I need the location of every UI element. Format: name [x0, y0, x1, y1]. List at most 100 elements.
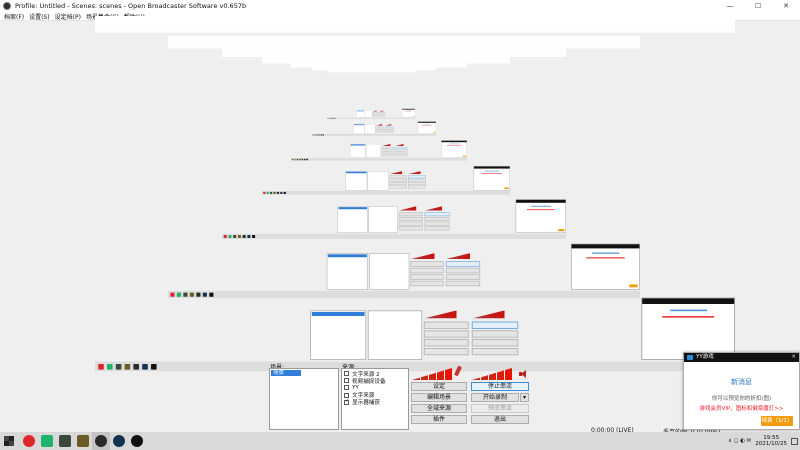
frame-sources — [364, 110, 372, 118]
frame-menubar — [262, 60, 510, 64]
exit-button[interactable]: 退出 — [471, 415, 529, 424]
frame-meter — [389, 171, 403, 175]
edit-scene-button[interactable]: 编辑场景 — [411, 393, 467, 402]
frame-button — [378, 113, 386, 115]
nested-obs-frame — [95, 16, 735, 376]
frame-button — [385, 129, 394, 132]
sources-label: 来源: — [342, 362, 356, 371]
frame-button — [372, 114, 379, 116]
popup-app-name: YY游戏 — [696, 354, 714, 360]
frame-button — [375, 126, 385, 128]
scenes-label: 场景: — [270, 362, 284, 371]
source-checkbox[interactable] — [344, 385, 349, 391]
minimize-button[interactable]: — — [726, 2, 734, 10]
source-item[interactable]: 视频捕捉设备 — [342, 377, 408, 385]
clock[interactable]: 19:55 2021/10/25 — [755, 435, 787, 448]
frame-meter — [399, 206, 417, 211]
frame-button — [423, 348, 469, 356]
source-checkbox[interactable] — [344, 392, 349, 398]
renew-button[interactable]: 续费（1/1） — [761, 416, 793, 426]
frame-taskbar — [262, 190, 510, 195]
frame-menubar — [291, 65, 467, 68]
source-item[interactable]: 文字来源 — [342, 392, 408, 399]
frame-button — [385, 126, 394, 128]
scenes-list[interactable]: 场景 — [269, 368, 339, 430]
frame-scenes — [310, 310, 367, 360]
frame-scenes — [326, 253, 369, 290]
gold-app-icon — [77, 435, 89, 447]
yy-notification-popup: YY游戏 ✕ 新消息 你可以预览你的折扣(图) 游戏会员VIP，图标和徽章魔灯>… — [683, 352, 800, 430]
windows-start-button[interactable] — [0, 432, 18, 450]
frame-titlebar — [327, 70, 415, 72]
netease-music-icon — [23, 435, 35, 447]
settings-button[interactable]: 设定 — [411, 382, 467, 391]
frame-button — [408, 178, 426, 182]
scene-item[interactable]: 场景 — [271, 370, 301, 376]
window-controls: — ☐ ✕ — [716, 0, 800, 12]
taskbar-obs-2[interactable] — [128, 432, 146, 450]
preview-stream-button: 预览串流 — [471, 404, 529, 413]
obs-second-icon — [131, 435, 143, 447]
source-checkbox[interactable]: ✓ — [344, 398, 349, 405]
popup-message: 你可以预览你的折扣(图) — [711, 396, 772, 402]
frame-button — [394, 147, 408, 150]
sources-list[interactable]: 文字来源 2 视频捕捉设备 YY 文字来源 ✓显示器捕获 — [341, 368, 409, 430]
frame-button — [445, 274, 481, 280]
recording-dropdown-button[interactable]: ▾ — [520, 393, 529, 402]
frame-scenes — [350, 143, 366, 158]
speaker-icon[interactable] — [519, 370, 527, 378]
maximize-button[interactable]: ☐ — [754, 2, 762, 10]
source-checkbox[interactable] — [344, 378, 349, 384]
frame-meter — [381, 143, 391, 147]
global-sources-button[interactable]: 全域来源 — [411, 404, 467, 413]
nested-obs-frame — [327, 70, 415, 120]
taskbar-obs[interactable] — [92, 432, 110, 450]
close-button[interactable]: ✕ — [783, 2, 789, 10]
menu-file[interactable]: 档案(F) — [4, 13, 25, 21]
frame-button — [389, 182, 407, 186]
source-checkbox[interactable] — [344, 371, 349, 377]
source-item[interactable]: ✓显示器捕获 — [342, 398, 408, 406]
close-icon[interactable]: ✕ — [791, 354, 796, 360]
frame-button — [424, 221, 450, 226]
source-item[interactable]: YY — [342, 384, 408, 391]
frame-menubar — [312, 68, 436, 71]
frame-menubar — [168, 43, 640, 49]
frame-meter — [446, 253, 471, 260]
plugins-button[interactable]: 插件 — [411, 415, 467, 424]
frame-titlebar — [262, 57, 510, 61]
frame-button — [389, 185, 407, 189]
taskbar-green-game[interactable] — [38, 432, 56, 450]
frame-button — [424, 212, 450, 217]
frame-button — [389, 178, 407, 182]
taskbar-tv-app[interactable] — [56, 432, 74, 450]
frame-meter — [394, 143, 404, 147]
frame-button — [424, 226, 450, 231]
taskbar-steam[interactable] — [110, 432, 128, 450]
frame-button — [398, 216, 423, 221]
frame-button — [398, 221, 423, 226]
menu-profile[interactable]: 设定档(P) — [54, 13, 81, 21]
popup-link[interactable]: 游戏会员VIP，图标和徽章魔灯>> — [699, 406, 784, 412]
stop-stream-button[interactable]: 停止串流 — [471, 382, 529, 391]
popup-header: YY游戏 ✕ — [684, 353, 799, 362]
frame-button — [394, 154, 408, 157]
taskbar-gold-app[interactable] — [74, 432, 92, 450]
frame-button — [381, 149, 394, 152]
notification-icon[interactable] — [791, 437, 798, 445]
steam-icon — [113, 435, 125, 447]
frame-popup — [417, 121, 436, 134]
taskbar-netease-music[interactable] — [20, 432, 38, 450]
frame-sources — [364, 124, 376, 134]
source-item[interactable]: 文字来源 2 — [342, 370, 408, 378]
tray-icons[interactable]: ∧ ◻ ◐ ✉ — [728, 438, 752, 444]
frame-button — [410, 261, 444, 267]
frame-button — [381, 154, 394, 157]
frame-titlebar — [222, 48, 566, 54]
frame-taskbar — [222, 233, 566, 239]
start-recording-button[interactable]: 开始录制 — [471, 393, 519, 402]
menu-settings[interactable]: 设置(S) — [29, 13, 50, 21]
frame-button — [394, 149, 408, 152]
frame-menubar — [327, 71, 415, 73]
frame-button — [410, 267, 444, 274]
